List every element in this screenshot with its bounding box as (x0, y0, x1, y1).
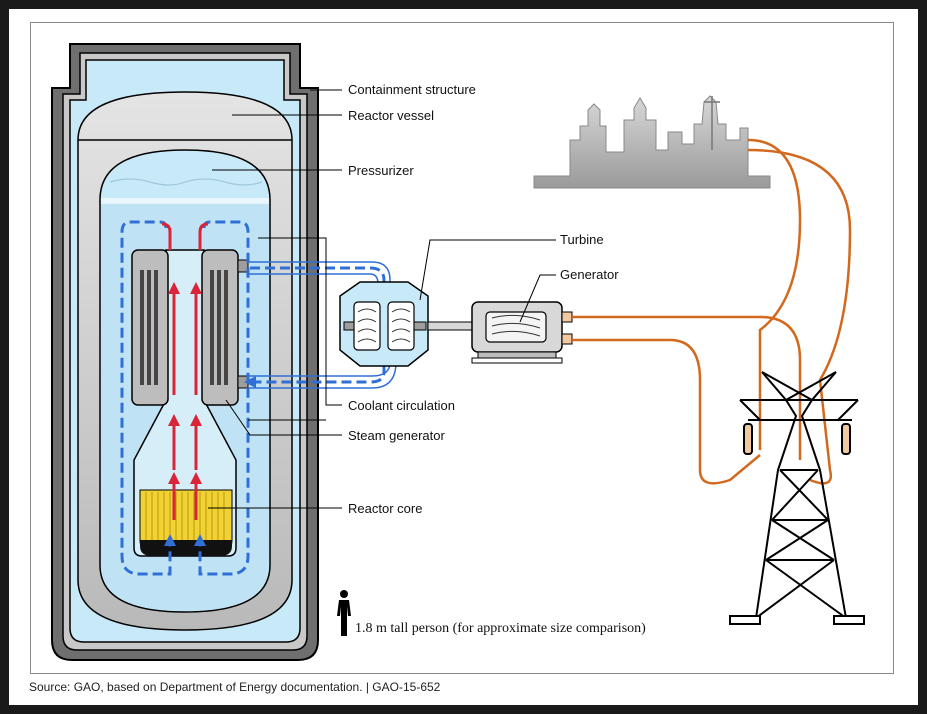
label-reactor-core: Reactor core (348, 501, 422, 516)
coolant-flow-hot (161, 222, 209, 520)
city-skyline-icon (533, 95, 771, 189)
label-containment-structure: Containment structure (348, 82, 476, 97)
power-lines (572, 138, 852, 485)
reactor-core (139, 489, 233, 556)
label-coolant-circulation: Coolant circulation (348, 398, 455, 413)
person-silhouette-icon (337, 590, 351, 636)
riser-channel (133, 249, 237, 557)
turbine (339, 281, 429, 367)
label-turbine: Turbine (560, 232, 604, 247)
label-pressurizer: Pressurizer (348, 163, 414, 178)
leader-lines (208, 89, 556, 509)
label-steam-generator: Steam generator (348, 428, 446, 443)
transmission-tower-icon (729, 371, 865, 625)
source-note: Source: GAO, based on Department of Ener… (29, 680, 441, 694)
label-reactor-vessel: Reactor vessel (348, 108, 434, 123)
label-person-scale: 1.8 m tall person (for approximate size … (355, 621, 646, 636)
label-generator: Generator (560, 267, 619, 282)
steam-generator-left (131, 249, 169, 406)
steam-generator-right (201, 249, 249, 406)
generator (471, 301, 573, 364)
